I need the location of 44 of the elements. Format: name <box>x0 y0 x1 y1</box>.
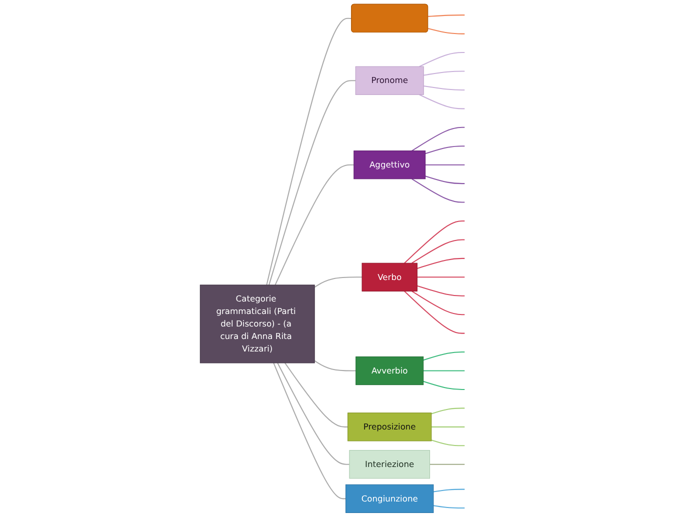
branch-line <box>431 408 465 414</box>
branch-line <box>431 440 465 446</box>
branch-line <box>433 488 465 492</box>
topic-box <box>351 4 428 32</box>
branch-line <box>425 146 465 154</box>
branch-line <box>404 290 465 334</box>
topic-box: Preposizione <box>348 412 432 442</box>
branch-line <box>424 70 465 76</box>
branch-line <box>412 126 465 152</box>
branch-line <box>425 164 465 166</box>
branch-line <box>431 426 465 428</box>
branch-line <box>423 352 465 361</box>
branch-line <box>423 380 465 390</box>
central-topic-box: Categorie grammaticali (Parti del Discorso) - (a cura di Anna Rita Vizzari) <box>200 284 315 364</box>
topic-box: Aggettivo <box>354 150 426 180</box>
branch-line <box>314 360 356 372</box>
branch-line <box>273 362 346 500</box>
topic-box: Avverbio <box>356 356 424 386</box>
branch-line <box>412 178 465 203</box>
branch-line <box>419 94 465 110</box>
topic-box: Interiezione <box>349 450 430 479</box>
branch-line <box>412 239 465 264</box>
branch-line <box>417 276 465 278</box>
branch-line <box>266 18 352 286</box>
branch-line <box>404 220 465 264</box>
branch-line <box>428 14 465 17</box>
branch-line <box>428 28 465 34</box>
branch-line <box>419 52 465 68</box>
branch-line <box>277 362 350 465</box>
branch-line <box>274 164 354 286</box>
topic-box: Verbo <box>362 262 418 292</box>
branch-line <box>433 505 465 509</box>
branch-line <box>314 276 362 288</box>
branch-line <box>424 85 465 90</box>
branch-line <box>268 80 356 286</box>
topic-box: Pronome <box>355 66 424 95</box>
branch-line <box>284 362 348 428</box>
branch-line <box>430 464 465 465</box>
branch-line <box>425 176 465 184</box>
topic-box: Congiunzione <box>346 484 434 513</box>
branch-line <box>423 370 465 372</box>
branch-line <box>417 285 465 296</box>
branch-line <box>417 258 465 269</box>
branch-line <box>412 290 465 316</box>
